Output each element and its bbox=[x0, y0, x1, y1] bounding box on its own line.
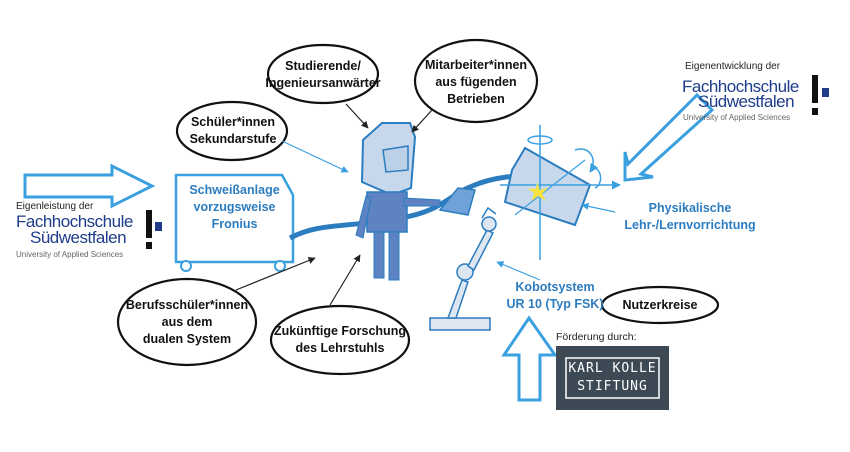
logo-right-line2: Südwestfalen bbox=[698, 92, 795, 111]
logo-right-line1: Fachhochschule bbox=[682, 77, 799, 96]
logo-left-line3: University of Applied Sciences bbox=[16, 250, 124, 259]
ellipse-forschung bbox=[269, 304, 411, 376]
arrow-schueler bbox=[281, 140, 349, 173]
welding-machine-icon bbox=[174, 173, 295, 272]
funding-name-line1: KARL KOLLE bbox=[568, 361, 657, 376]
input-arrow-right bbox=[623, 92, 715, 182]
arrow-studierende bbox=[345, 103, 369, 129]
funding-name-line2: STIFTUNG bbox=[577, 379, 648, 394]
label-kobotsystem: Kobotsystem UR 10 (Typ FSK) bbox=[506, 280, 604, 311]
welding-torch-icon bbox=[438, 187, 476, 216]
input-arrow-left bbox=[23, 163, 156, 209]
funding-caption: Förderung durch: bbox=[556, 331, 637, 343]
ellipse-mitarbeiter bbox=[413, 38, 539, 124]
welder-person-icon bbox=[355, 122, 441, 281]
arrow-physikalische bbox=[581, 202, 616, 213]
logo-right-line3: University of Applied Sciences bbox=[683, 113, 791, 122]
arrow-berufsschueler bbox=[235, 257, 316, 291]
logo-left-caption: Eigenleistung der bbox=[16, 201, 94, 212]
logo-right-caption: Eigenentwicklung der bbox=[685, 61, 781, 72]
logo-left-line2: Südwestfalen bbox=[30, 228, 127, 247]
label-physikalische: Physikalische Lehr-/Lernvorrichtung bbox=[624, 201, 756, 232]
arrow-forschung bbox=[329, 254, 361, 306]
robot-arm-icon bbox=[429, 206, 497, 331]
welding-hose bbox=[288, 173, 546, 241]
apparatus-icon bbox=[500, 125, 621, 260]
label-nutzerkreise: Nutzerkreise bbox=[622, 297, 698, 312]
label-studierende: Studierende/Ingenieursanwärter bbox=[265, 59, 381, 90]
logo-left-line1: Fachhochschule bbox=[16, 212, 133, 231]
ellipse-berufsschueler bbox=[116, 277, 258, 367]
ellipse-studierende bbox=[266, 43, 380, 105]
input-arrow-bottom bbox=[501, 315, 558, 402]
arrow-mitarbeiter bbox=[411, 109, 433, 133]
arrow-kobotsystem bbox=[496, 261, 541, 281]
ellipse-schueler bbox=[175, 100, 289, 162]
logo-left-mark-icon bbox=[146, 210, 162, 249]
logo-right-mark-icon bbox=[812, 75, 829, 115]
label-schweissanlage: Schweißanlage vorzugsweise Fronius bbox=[189, 183, 280, 231]
funding-logo bbox=[556, 346, 669, 410]
ellipse-nutzerkreise bbox=[600, 285, 720, 325]
